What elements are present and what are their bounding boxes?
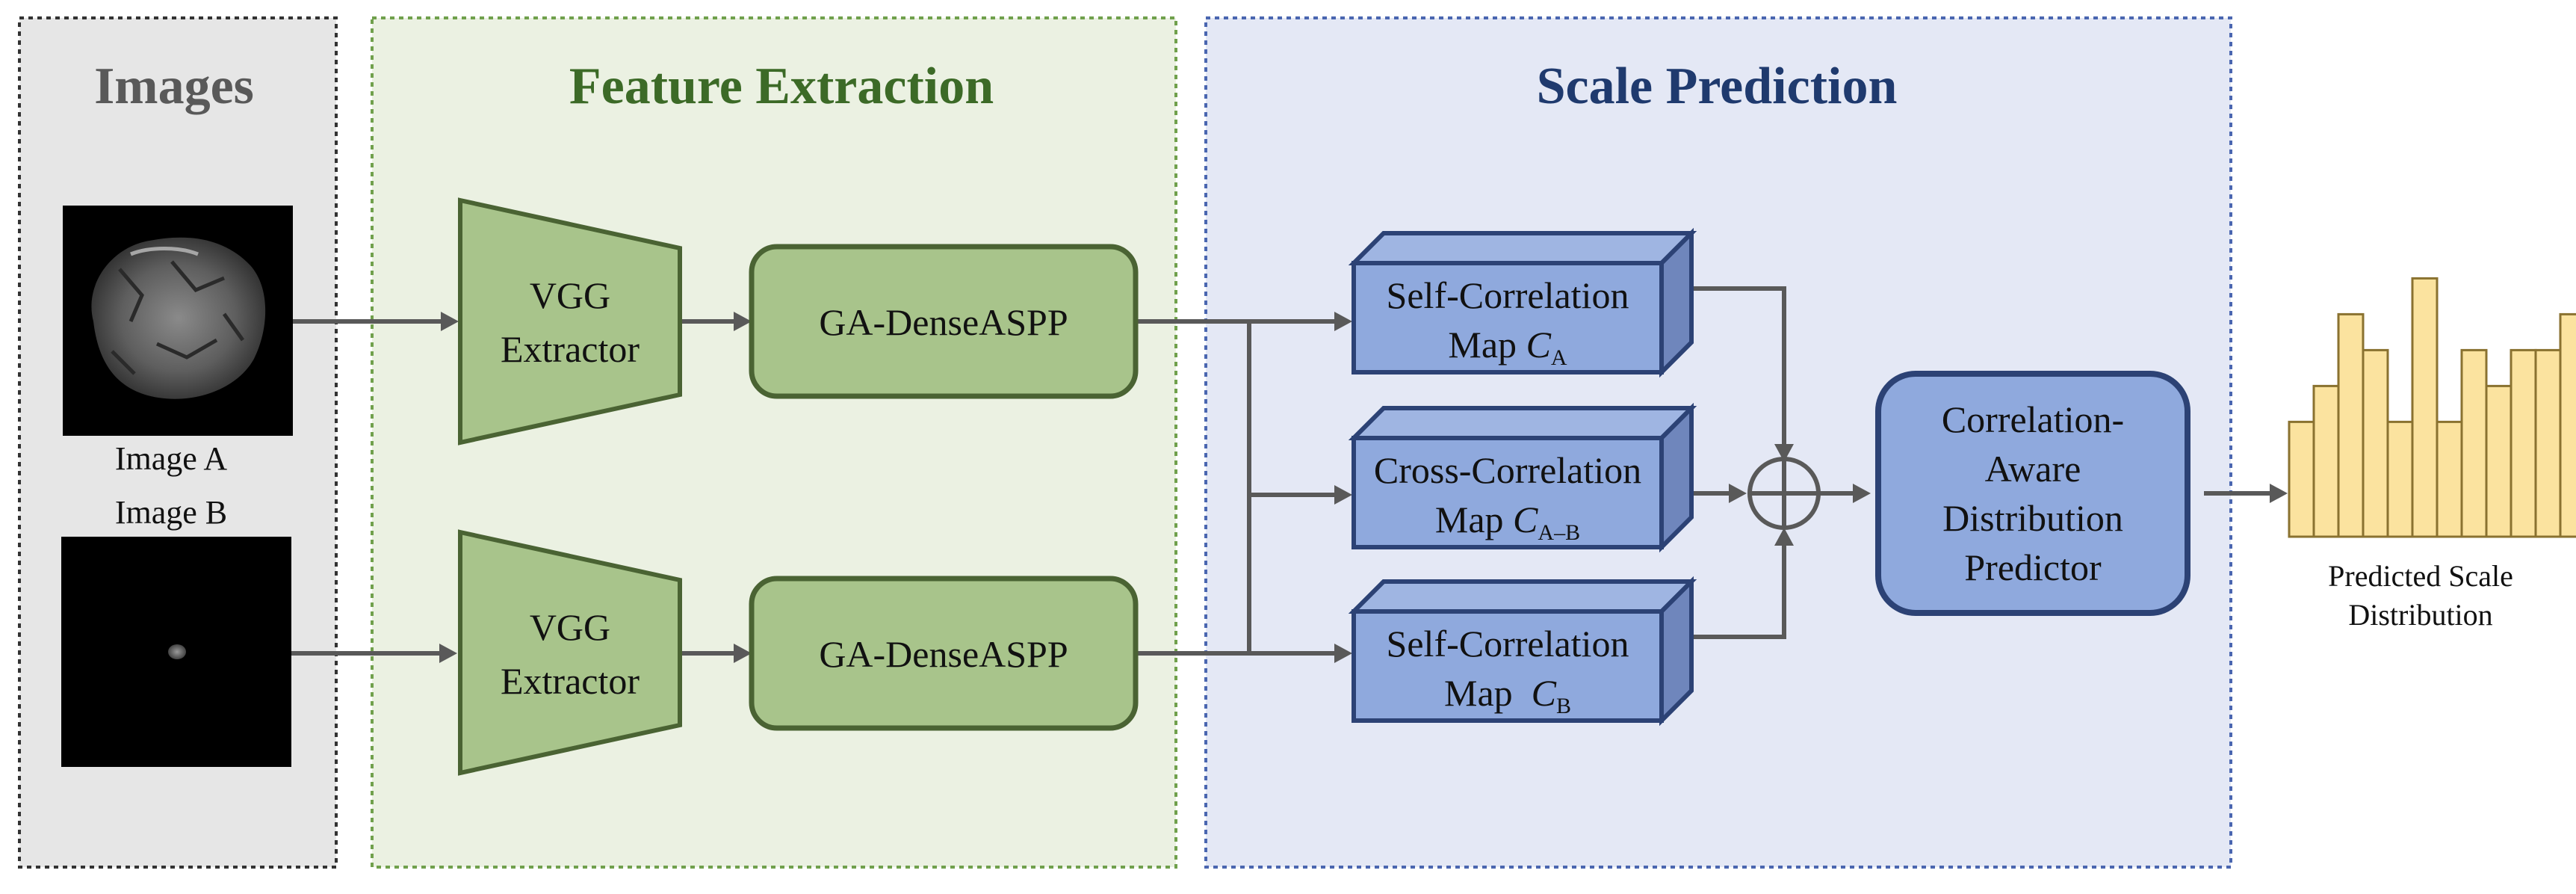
histogram-bar [2312,384,2340,538]
histogram-bar [2559,312,2576,538]
image-b-label: Image B [115,494,227,531]
predicted-scale-label-line2: Distribution [2348,598,2492,632]
histogram-bar [2460,348,2488,538]
vgg-extractor-bottom-line2: Extractor [501,660,640,702]
self-correlation-b-line2: Map CB [1444,672,1571,718]
cross-correlation-line2: Map CA–B [1435,499,1580,545]
histogram-bar [2510,348,2537,538]
histogram-bar [2386,420,2414,538]
vgg-extractor-top-line2: Extractor [501,328,640,370]
cross-correlation-line1: Cross-Correlation [1374,449,1641,491]
vgg-extractor-top-line1: VGG [530,274,610,316]
predicted-scale-histogram [2288,277,2576,538]
cross-correlation-map: Cross-Correlation Map CA–B [1348,402,1697,553]
correlation-aware-distribution-predictor: Correlation- Aware Distribution Predicto… [1875,371,2190,616]
ga-denseaspp-bottom-label: GA-DenseASPP [819,633,1068,675]
histogram-bar [2411,277,2439,538]
ga-denseaspp-top-label: GA-DenseASPP [819,301,1068,343]
histogram-bar [2534,348,2562,538]
histogram-bar [2436,420,2463,538]
vgg-extractor-bottom: VGG Extractor [458,529,682,776]
self-correlation-map-a: Self-Correlation Map CA [1348,227,1697,378]
scale-prediction-section-title: Scale Prediction [1537,58,1898,115]
histogram-bar [2337,312,2365,538]
predictor-line4: Predictor [1964,546,2102,588]
feature-extraction-section-title: Feature Extraction [569,58,994,115]
connection-arrows [291,286,2288,663]
ga-denseaspp-bottom: GA-DenseASPP [749,576,1139,731]
predictor-line3: Distribution [1942,497,2123,539]
sum-operator-icon [1747,457,1821,530]
predictor-line1: Correlation- [1942,398,2124,440]
predictor-line2: Aware [1985,448,2081,490]
vgg-extractor-bottom-line1: VGG [530,606,610,648]
histogram-bar [2288,420,2315,538]
self-correlation-b-line1: Self-Correlation [1387,623,1629,665]
image-a [63,206,293,436]
images-section-title: Images [94,58,254,115]
histogram-bar [2485,384,2512,538]
histogram-bar [2362,348,2389,538]
self-correlation-map-b: Self-Correlation Map CB [1348,576,1697,727]
predicted-scale-label-line1: Predicted Scale [2328,559,2513,593]
self-correlation-a-line2: Map CA [1448,324,1567,370]
self-correlation-a-line1: Self-Correlation [1387,274,1629,316]
image-a-label: Image A [115,440,228,477]
ga-denseaspp-top: GA-DenseASPP [749,244,1139,399]
vgg-extractor-top: VGG Extractor [458,197,682,446]
image-b [61,537,291,767]
